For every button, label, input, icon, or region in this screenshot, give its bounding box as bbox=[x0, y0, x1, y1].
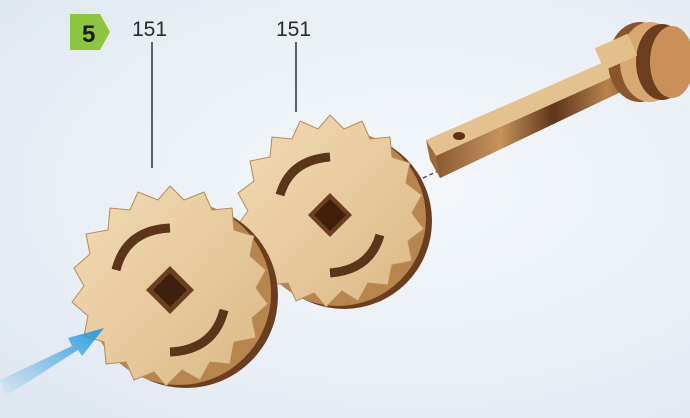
wooden-lever-arm bbox=[426, 22, 690, 178]
step-number: 5 bbox=[82, 21, 95, 48]
assembly-arrow-icon bbox=[0, 328, 104, 396]
step-badge-icon: 5 bbox=[70, 14, 110, 50]
part-label-front: 151 bbox=[132, 18, 167, 41]
part-label-back: 151 bbox=[276, 18, 311, 41]
